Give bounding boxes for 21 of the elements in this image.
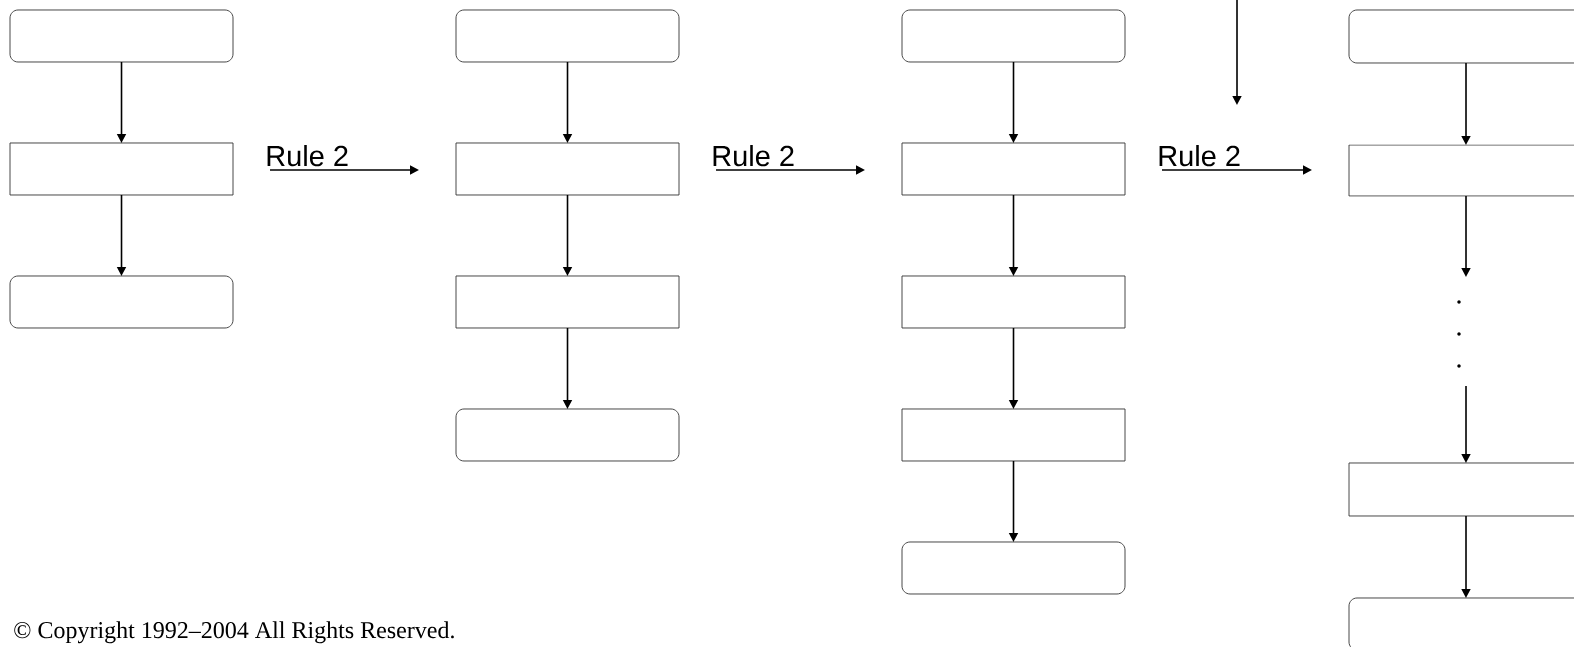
edge-label: Rule 2 [267,145,348,167]
process-box [901,275,1126,329]
rounded-box [9,275,234,329]
process-box [1348,462,1574,517]
process-box [9,142,234,196]
rounded-box [9,9,234,63]
edge-label: Rule 2 [1159,145,1240,167]
process-box [455,142,680,196]
process-box [901,142,1126,196]
rounded-box [901,541,1126,595]
process-box [455,275,680,329]
rounded-box [455,9,680,63]
rounded-box [901,9,1126,63]
rounded-box [1348,9,1574,64]
copyright-note: © Copyright 1992–2004 All Rights Reserved. [14,621,454,644]
rounded-box [455,408,680,462]
process-box [1348,144,1574,197]
edge-label: Rule 2 [713,145,794,167]
rounded-box [1348,597,1574,647]
arrow [269,165,419,175]
process-box [901,408,1126,462]
